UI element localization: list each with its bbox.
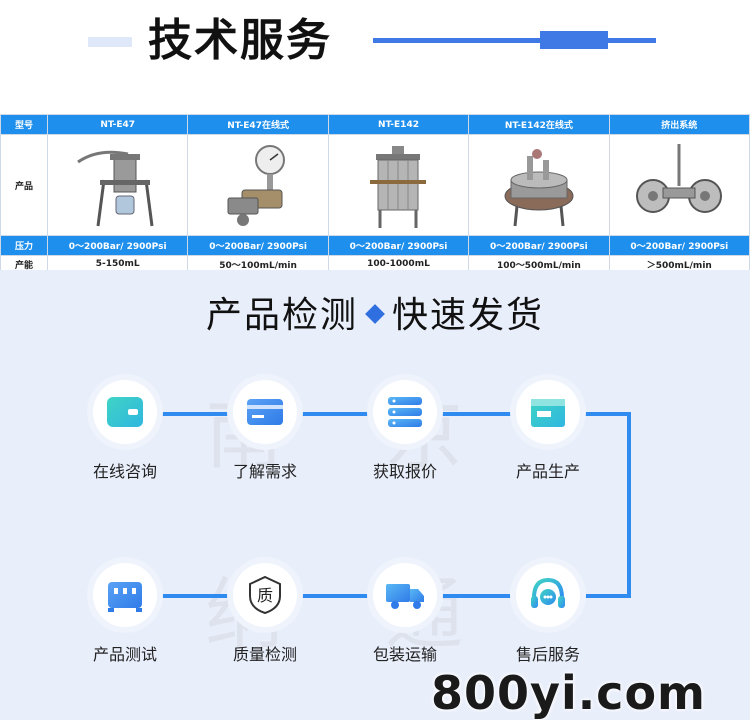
capacity-cell: 5-150mL bbox=[46, 255, 189, 273]
model-cell: NT-E142在线式 bbox=[468, 114, 610, 135]
product-image-cell bbox=[327, 134, 470, 236]
flow-step-label: 产品测试 bbox=[92, 645, 157, 664]
box-icon bbox=[531, 399, 565, 427]
flow-step-label: 在线咨询 bbox=[92, 462, 157, 481]
capacity-cell: ＞500mL/min bbox=[608, 255, 750, 273]
model-cell: 挤出系统 bbox=[608, 114, 750, 135]
wallet-icon bbox=[107, 397, 143, 427]
product-image-extrusion bbox=[636, 144, 723, 213]
section-heading-left: 产品检测 bbox=[205, 295, 358, 336]
model-cell: NT-E47在线式 bbox=[187, 114, 329, 135]
flow-step-quote: 获取报价 bbox=[345, 380, 465, 482]
table-row-capacity: 产能 5-150mL 50～100mL/min 100-1000mL 100～5… bbox=[0, 255, 750, 273]
row-label-model: 型号 bbox=[0, 114, 48, 135]
product-image-cell bbox=[46, 134, 189, 236]
card-icon bbox=[247, 399, 283, 425]
product-image-cell bbox=[608, 134, 750, 236]
product-image-cell bbox=[187, 134, 329, 236]
flow-step-label: 获取报价 bbox=[372, 462, 437, 481]
model-cell: NT-E142 bbox=[327, 114, 470, 135]
flow-step-quality: 质 质量检测 bbox=[205, 563, 325, 665]
quality-badge-icon: 质 bbox=[249, 575, 281, 615]
pressure-cell: 0～200Bar/ 2900Psi bbox=[468, 235, 610, 256]
quality-glyph: 质 bbox=[257, 586, 273, 605]
pressure-cell: 0～200Bar/ 2900Psi bbox=[46, 235, 189, 256]
flow-step-label: 产品生产 bbox=[515, 462, 580, 481]
capacity-cell: 50～100mL/min bbox=[187, 255, 329, 273]
flow-step-testing: 产品测试 bbox=[65, 563, 185, 665]
section-heading: 产品检测快速发货 bbox=[0, 290, 750, 342]
product-image-e47 bbox=[76, 150, 154, 227]
row-label-capacity: 产能 bbox=[0, 255, 48, 273]
device-icon bbox=[108, 582, 142, 612]
table-row-product: 产品 bbox=[0, 134, 750, 236]
flow-step-label: 质量检测 bbox=[232, 645, 297, 664]
row-label-pressure: 压力 bbox=[0, 235, 48, 256]
spec-table: 型号 NT-E47 NT-E47在线式 NT-E142 NT-E142在线式 挤… bbox=[0, 114, 750, 273]
promo-text: 800yi.com bbox=[430, 666, 706, 720]
flow-step-label: 包装运输 bbox=[372, 645, 437, 664]
header-decoration-line bbox=[373, 38, 656, 43]
flow-step-after-sales: 售后服务 bbox=[488, 563, 608, 665]
product-image-e47-online bbox=[227, 145, 286, 226]
header: 技术服务 bbox=[0, 0, 750, 112]
pressure-cell: 0～200Bar/ 2900Psi bbox=[608, 235, 750, 256]
page-title: 技术服务 bbox=[148, 15, 332, 66]
flow-step-label: 售后服务 bbox=[515, 645, 580, 664]
flow-step-shipping: 包装运输 bbox=[345, 563, 465, 665]
flow-step-production: 产品生产 bbox=[488, 380, 608, 482]
header-decoration-block bbox=[540, 31, 608, 49]
table-row-pressure: 压力 0～200Bar/ 2900Psi 0～200Bar/ 2900Psi 0… bbox=[0, 235, 750, 256]
headset-icon bbox=[531, 577, 565, 608]
pressure-cell: 0～200Bar/ 2900Psi bbox=[187, 235, 329, 256]
truck-icon bbox=[386, 584, 424, 609]
flow-step-requirements: 了解需求 bbox=[205, 380, 325, 482]
product-image-cell bbox=[468, 134, 610, 236]
product-image-e142-online bbox=[504, 149, 574, 227]
header-decoration-left bbox=[88, 37, 132, 47]
table-row-model: 型号 NT-E47 NT-E47在线式 NT-E142 NT-E142在线式 挤… bbox=[0, 114, 750, 135]
flow-step-consult: 在线咨询 bbox=[65, 380, 185, 482]
row-label-product: 产品 bbox=[0, 134, 48, 236]
pressure-cell: 0～200Bar/ 2900Psi bbox=[327, 235, 470, 256]
section-heading-right: 快速发货 bbox=[392, 295, 545, 336]
product-image-e142 bbox=[370, 146, 427, 228]
model-cell: NT-E47 bbox=[46, 114, 189, 135]
flow-step-label: 了解需求 bbox=[232, 462, 297, 481]
stack-icon bbox=[388, 397, 422, 427]
